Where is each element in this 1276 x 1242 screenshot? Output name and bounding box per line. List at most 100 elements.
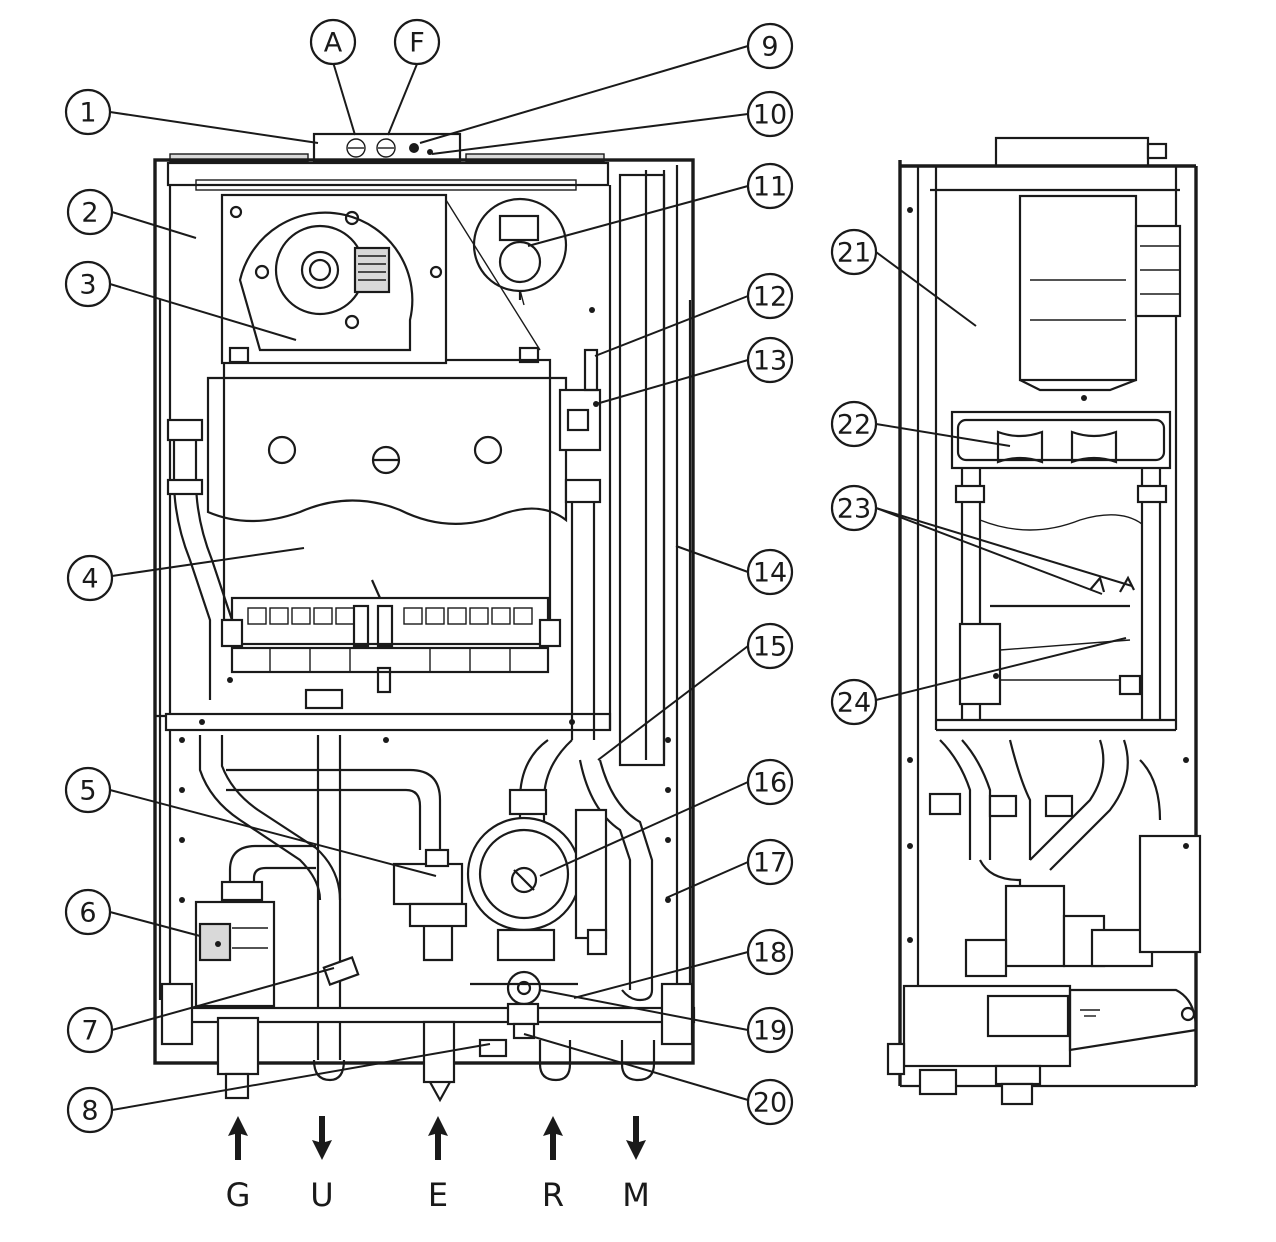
- arrow-up-icon: [428, 1116, 448, 1160]
- connection-label: G: [226, 1176, 251, 1214]
- leader-9: [419, 45, 749, 144]
- callout-circle: [66, 1086, 114, 1134]
- leader-12: [594, 295, 749, 357]
- callout-label: 3: [79, 270, 96, 301]
- leader-23b: [875, 507, 1133, 587]
- callout-label: 14: [753, 558, 787, 589]
- callout-24: 24: [830, 678, 878, 726]
- callout-8: 8: [66, 1086, 114, 1134]
- callout-label: A: [324, 28, 343, 59]
- callout-circle: [64, 766, 112, 814]
- callout-circle: [66, 188, 114, 236]
- gas-valve: [194, 844, 316, 1008]
- connection-label: R: [542, 1176, 564, 1214]
- callout-circle: [746, 272, 794, 320]
- callout-18: 18: [746, 928, 794, 976]
- callout-label: 16: [753, 768, 787, 799]
- leader-lines: [109, 45, 1133, 1111]
- right-pipework: [518, 170, 666, 1002]
- arrow-up-icon: [543, 1116, 563, 1160]
- flue-connection: [169, 132, 605, 164]
- callout-9: 9: [746, 22, 794, 70]
- callout-label: 15: [753, 632, 787, 663]
- callout-label: 12: [753, 282, 787, 313]
- callout-2: 2: [66, 188, 114, 236]
- callout-circle: [830, 400, 878, 448]
- front-view: [153, 132, 696, 1103]
- callout-circle: [830, 228, 878, 276]
- leader-7: [111, 967, 335, 1031]
- connection-label: M: [622, 1176, 650, 1214]
- callout-circle: [746, 1078, 794, 1126]
- side-heat-exchanger: [950, 410, 1172, 720]
- callout-label: 8: [81, 1096, 98, 1127]
- callout-label: 18: [753, 938, 787, 969]
- circulation-pump: [466, 788, 608, 962]
- callout-circle: [66, 554, 114, 602]
- callout-circle: [746, 336, 794, 384]
- callout-F: F: [393, 18, 441, 66]
- connection-R: R: [542, 1116, 564, 1214]
- leader-24: [875, 637, 1127, 701]
- callout-circle: [830, 484, 878, 532]
- mounting-dots: [179, 307, 671, 903]
- callout-label: 7: [81, 1016, 98, 1047]
- callout-19: 19: [746, 1006, 794, 1054]
- callout-15: 15: [746, 622, 794, 670]
- callout-7: 7: [66, 1006, 114, 1054]
- callout-circle: [64, 260, 112, 308]
- ignition-electrodes: [558, 348, 602, 452]
- leader-2: [111, 211, 197, 239]
- callout-label: 21: [837, 238, 871, 269]
- leader-4: [111, 547, 305, 577]
- leader-5: [109, 789, 437, 877]
- leader-16: [539, 781, 749, 877]
- callout-17: 17: [746, 838, 794, 886]
- side-gas-valve: [964, 834, 1202, 978]
- callout-label: 20: [753, 1088, 787, 1119]
- side-burner: [958, 622, 1142, 706]
- callout-label: F: [409, 28, 425, 59]
- leader-18: [573, 951, 749, 999]
- callout-22: 22: [830, 400, 878, 448]
- pressure-gauge: [322, 956, 360, 986]
- callout-10: 10: [746, 90, 794, 138]
- connection-label: E: [428, 1176, 448, 1214]
- side-pipework: [928, 739, 1162, 900]
- side-view: [886, 136, 1202, 1106]
- callout-16: 16: [746, 758, 794, 806]
- callout-3: 3: [64, 260, 112, 308]
- callout-1: 1: [64, 88, 112, 136]
- callout-label: 1: [79, 98, 96, 129]
- connection-U: U: [310, 1116, 334, 1214]
- callout-label: 5: [79, 776, 96, 807]
- left-pipework: [166, 418, 442, 1060]
- callout-A: A: [309, 18, 357, 66]
- side-mounting-dots: [907, 207, 1189, 943]
- callout-circle: [746, 758, 794, 806]
- side-fan: [1018, 194, 1182, 401]
- callout-23: 23: [830, 484, 878, 532]
- connection-E: E: [428, 1116, 448, 1214]
- leader-15: [597, 645, 749, 761]
- front-casing: [153, 158, 695, 1065]
- arrow-down-icon: [626, 1116, 646, 1160]
- arrow-down-icon: [312, 1116, 332, 1160]
- leader-A: [332, 61, 356, 136]
- callout-circle: [64, 888, 112, 936]
- callout-circle: [746, 90, 794, 138]
- diverter-valve: [392, 848, 468, 962]
- callout-label: 10: [753, 100, 787, 131]
- leader-13: [595, 359, 749, 405]
- callout-label: 23: [837, 494, 871, 525]
- callout-circle: [746, 22, 794, 70]
- callout-5: 5: [64, 766, 112, 814]
- leader-3: [109, 283, 297, 341]
- callout-circle: [830, 678, 878, 726]
- callout-label: 17: [753, 848, 787, 879]
- callout-label: 4: [81, 564, 98, 595]
- arrow-up-icon: [228, 1116, 248, 1160]
